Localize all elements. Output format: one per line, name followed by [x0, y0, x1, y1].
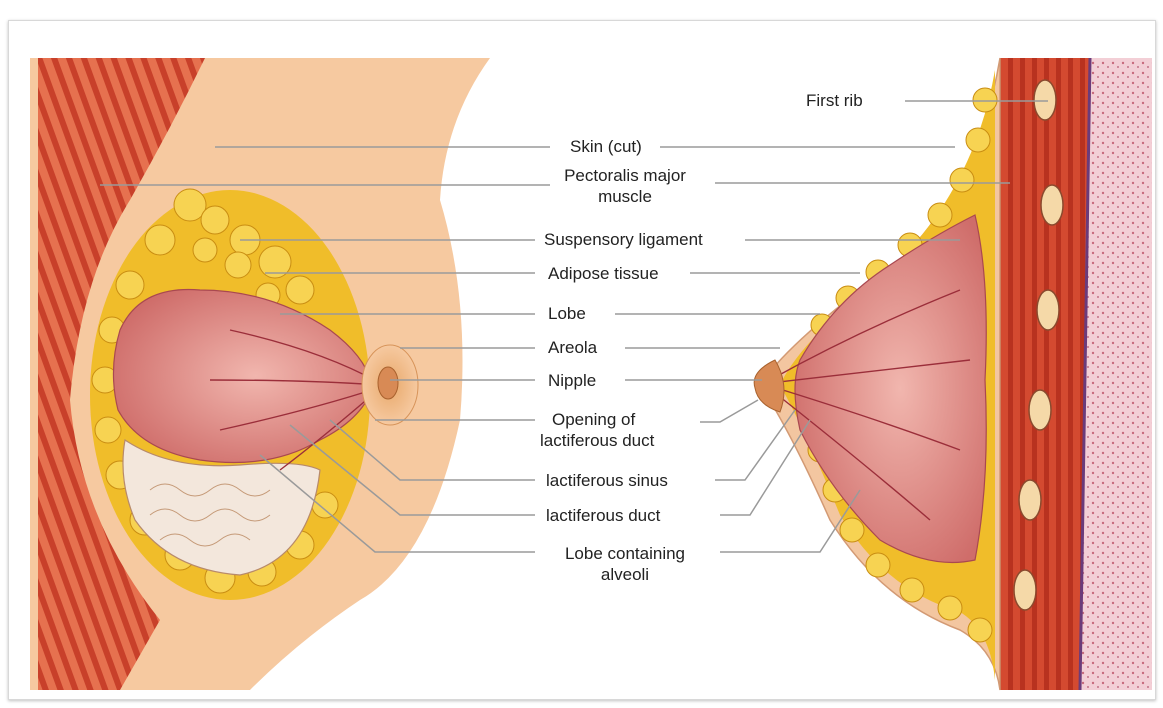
label-lactiferous-duct: lactiferous duct	[546, 505, 660, 526]
label-lobe-alveoli-line1: Lobe containing	[540, 543, 710, 564]
label-opening-line2: lactiferous duct	[540, 430, 654, 451]
label-opening-of-lactiferous-duct: Opening of lactiferous duct	[540, 409, 654, 451]
label-lobe: Lobe	[548, 303, 586, 324]
label-suspensory-ligament: Suspensory ligament	[544, 229, 703, 250]
label-opening-line1: Opening of	[540, 409, 654, 430]
label-adipose-tissue: Adipose tissue	[548, 263, 659, 284]
frontal-view	[30, 58, 490, 690]
label-nipple: Nipple	[548, 370, 596, 391]
label-pectoralis-line2: muscle	[540, 186, 710, 207]
label-lactiferous-sinus: lactiferous sinus	[546, 470, 668, 491]
label-lobe-alveoli-line2: alveoli	[540, 564, 710, 585]
sagittal-nipple	[754, 360, 784, 412]
sagittal-gland	[795, 215, 986, 563]
label-areola: Areola	[548, 337, 597, 358]
chest-wall-muscle	[1000, 58, 1090, 690]
skin-layer	[1080, 58, 1152, 690]
label-pectoralis-major: Pectoralis major muscle	[540, 165, 710, 207]
label-pectoralis-line1: Pectoralis major	[540, 165, 710, 186]
label-skin-cut: Skin (cut)	[570, 136, 642, 157]
nipple	[378, 367, 398, 399]
sagittal-view	[754, 58, 1152, 690]
label-lobe-containing-alveoli: Lobe containing alveoli	[540, 543, 710, 585]
label-first-rib: First rib	[806, 90, 863, 111]
